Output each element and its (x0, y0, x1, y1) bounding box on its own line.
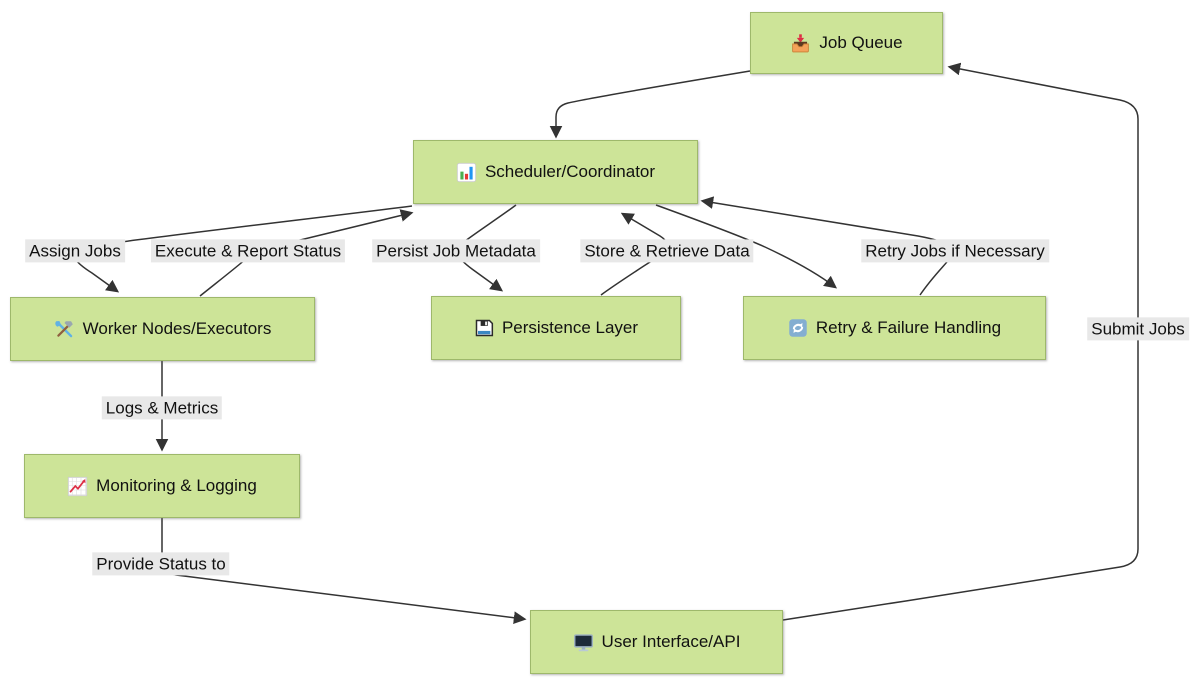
edge-label-logs-metrics: Logs & Metrics (101, 396, 223, 420)
node-scheduler: Scheduler/Coordinator (413, 140, 698, 204)
edge-label-store-retrieve-data: Store & Retrieve Data (580, 239, 754, 263)
edge-label-assign-jobs: Assign Jobs (25, 239, 125, 263)
hammer-wrench-icon (54, 319, 75, 340)
node-label-retry: Retry & Failure Handling (815, 318, 1002, 337)
node-workers: Worker Nodes/Executors (10, 297, 315, 361)
node-label-job-queue: Job Queue (819, 33, 903, 52)
floppy-disk-icon (474, 318, 494, 338)
inbox-tray-icon (790, 33, 811, 54)
edge-label-retry-jobs-if-necessary: Retry Jobs if Necessary (861, 239, 1049, 263)
node-job-queue: Job Queue (750, 12, 943, 74)
node-label-persistence: Persistence Layer (501, 318, 639, 337)
node-label-monitoring: Monitoring & Logging (96, 476, 257, 495)
edge-label-persist-job-metadata: Persist Job Metadata (372, 239, 540, 263)
node-monitoring: Monitoring & Logging (24, 454, 300, 518)
edge-label-submit-jobs: Submit Jobs (1087, 317, 1189, 341)
edge-jobqueue-to-scheduler (549, 70, 751, 139)
edge-label-provide-status-to: Provide Status to (92, 552, 230, 576)
edge-scheduler-to-retry (655, 204, 838, 289)
node-retry: Retry & Failure Handling (743, 296, 1046, 360)
desktop-computer-icon (573, 632, 594, 653)
edge-label-execute-report-status: Execute & Report Status (150, 239, 346, 263)
counterclockwise-arrows-icon (788, 318, 808, 338)
bar-chart-icon (456, 162, 477, 183)
node-label-ui: User Interface/API (601, 632, 741, 651)
edge-ui-to-jobqueue (782, 62, 1139, 621)
node-label-scheduler: Scheduler/Coordinator (484, 162, 656, 181)
node-ui: User Interface/API (530, 610, 783, 674)
node-persistence: Persistence Layer (431, 296, 681, 360)
chart-upward-icon (67, 476, 88, 497)
node-label-workers: Worker Nodes/Executors (82, 319, 272, 338)
